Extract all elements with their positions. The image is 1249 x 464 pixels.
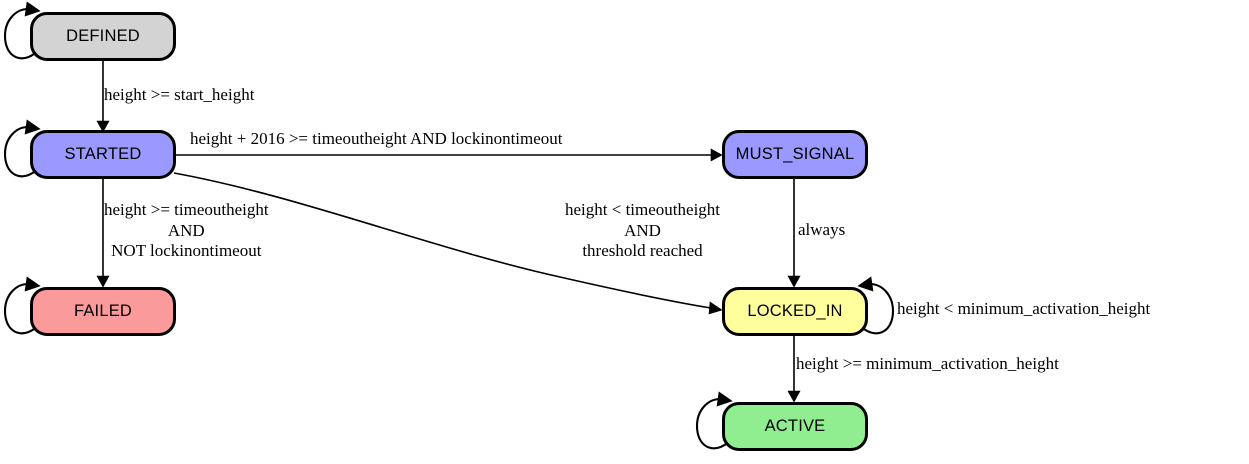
transition-label-line: AND <box>167 220 205 240</box>
transition-label-line: height < minimum_activation_height <box>897 299 1151 318</box>
state-node-active[interactable]: ACTIVE <box>722 402 868 451</box>
transition-label-locked-in-to-active: height >= minimum_activation_height <box>796 354 1059 375</box>
state-label-started: STARTED <box>64 145 142 163</box>
transition-label-line: height >= minimum_activation_height <box>796 354 1059 373</box>
transition-label-started-to-must-signal: height + 2016 >= timeoutheight AND locki… <box>190 129 563 150</box>
transition-label-line: NOT lockinontimeout <box>111 241 262 261</box>
transition-label-line: always <box>798 220 846 239</box>
transition-label-line: height < timeoutheight <box>565 200 721 219</box>
self-loop-locked-in <box>857 276 895 335</box>
transition-label-locked-in-self-loop: height < minimum_activation_height <box>897 299 1150 320</box>
transition-label-line: height >= timeoutheight <box>104 200 269 219</box>
edge-started-to-locked-in <box>173 172 723 315</box>
state-label-failed: FAILED <box>73 302 133 320</box>
state-node-defined[interactable]: DEFINED <box>30 12 176 61</box>
state-label-locked-in: LOCKED_IN <box>747 302 843 320</box>
state-node-failed[interactable]: FAILED <box>30 287 176 336</box>
edge-must-signal-to-locked-in <box>787 179 801 288</box>
self-loop-active <box>695 391 733 450</box>
self-loop-started <box>3 119 41 178</box>
self-loop-failed <box>3 276 41 335</box>
edge-locked-in-to-active <box>787 336 801 403</box>
transition-label-line: threshold reached <box>582 241 703 261</box>
transition-label-defined-to-started: height >= start_height <box>104 85 254 106</box>
transition-label-must-signal-to-locked-in: always <box>798 220 845 241</box>
edge-started-to-failed <box>96 179 110 288</box>
transition-label-line: height >= start_height <box>104 85 255 104</box>
transition-label-line: AND <box>624 220 661 240</box>
state-node-must-signal[interactable]: MUST_SIGNAL <box>722 130 868 179</box>
state-label-defined: DEFINED <box>66 27 140 45</box>
state-node-locked-in[interactable]: LOCKED_IN <box>722 287 868 336</box>
transition-label-line: height + 2016 >= timeoutheight AND locki… <box>190 129 563 148</box>
self-loop-defined <box>3 1 41 60</box>
edge-started-to-must-signal <box>176 148 723 162</box>
state-label-active: ACTIVE <box>764 417 826 435</box>
edge-defined-to-started <box>96 61 110 133</box>
state-node-started[interactable]: STARTED <box>30 130 176 179</box>
state-label-must-signal: MUST_SIGNAL <box>735 145 855 163</box>
